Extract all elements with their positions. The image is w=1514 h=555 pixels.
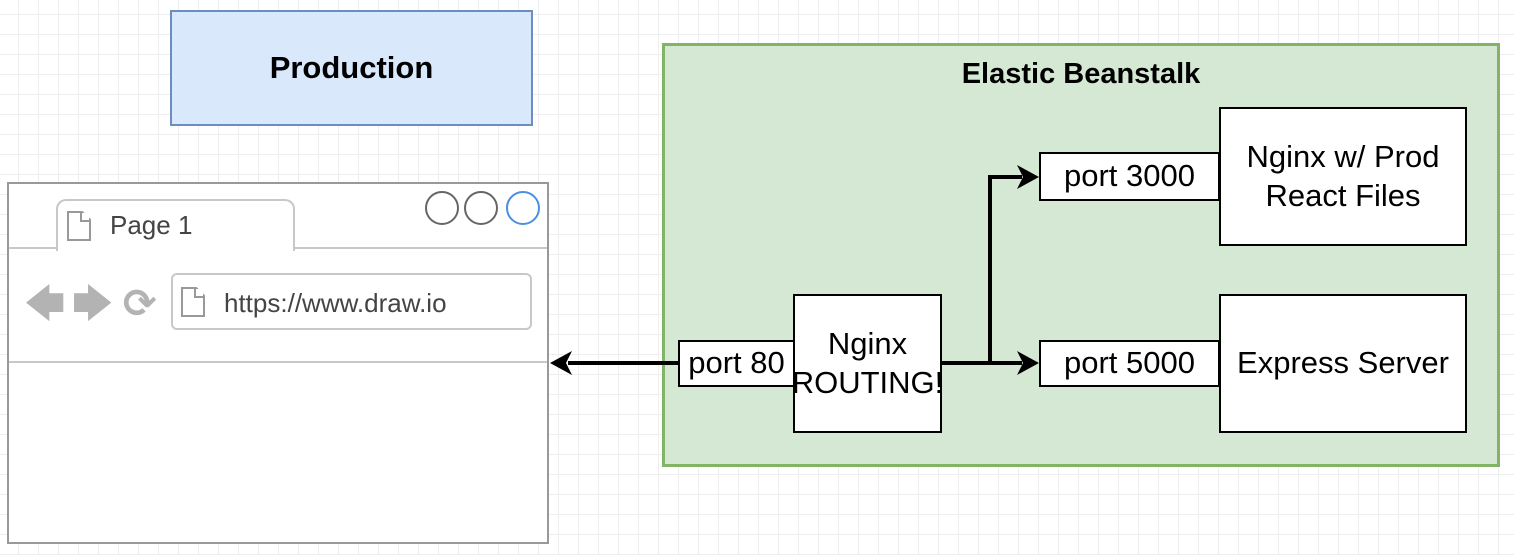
window-control-icon[interactable] [506, 191, 540, 225]
browser-tab[interactable] [56, 199, 295, 251]
port-80-box: port 80 [678, 340, 795, 387]
production-label: Production [269, 50, 434, 85]
nginx-prod-react-box: Nginx w/ Prod React Files [1219, 107, 1467, 246]
address-bar[interactable] [171, 273, 532, 330]
browser-toolbar-divider [9, 361, 547, 363]
routing-line-1: Nginx [827, 325, 908, 361]
production-box: Production [170, 10, 533, 126]
arrow-right-icon[interactable]: 🡆 [72, 282, 114, 326]
port-3000-box: port 3000 [1039, 152, 1220, 201]
nginx-routing-box: Nginx ROUTING! [791, 294, 944, 433]
express-server-box: Express Server [1219, 294, 1467, 433]
arrow-left-icon[interactable]: 🡄 [24, 282, 66, 326]
port-5000-label: port 5000 [1064, 345, 1195, 381]
nginx-prod-line-2: React Files [1265, 177, 1421, 213]
address-bar-url: https://www.draw.io [224, 288, 447, 318]
port-5000-box: port 5000 [1039, 340, 1220, 387]
window-control-icon[interactable] [464, 191, 498, 225]
page-icon [181, 287, 205, 317]
refresh-icon[interactable]: ⟳ [123, 282, 157, 326]
port-80-label: port 80 [688, 345, 785, 381]
window-control-icon[interactable] [425, 191, 459, 225]
tab-bar-divider [9, 247, 57, 249]
page-icon [67, 211, 91, 241]
port-3000-label: port 3000 [1064, 158, 1195, 194]
connector-line [988, 175, 1022, 363]
arrowhead-icon [1017, 351, 1039, 375]
tab-label: Page 1 [110, 210, 193, 240]
express-server-label: Express Server [1237, 345, 1449, 381]
routing-line-2: ROUTING! [791, 364, 944, 400]
arrowhead-icon [1017, 165, 1039, 189]
nginx-prod-line-1: Nginx w/ Prod [1246, 138, 1440, 174]
tab-bar-divider [294, 247, 547, 249]
elastic-beanstalk-title: Elastic Beanstalk [961, 58, 1201, 90]
arrowhead-icon [550, 351, 572, 375]
